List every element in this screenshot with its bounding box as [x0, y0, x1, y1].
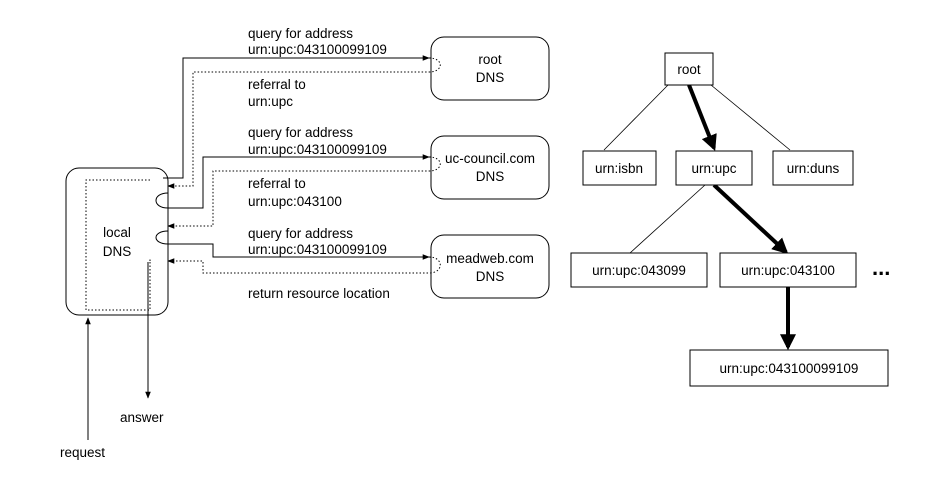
- tree-ellipsis: ...: [872, 255, 890, 280]
- request-label: request: [60, 445, 105, 460]
- root-dns-label-2: DNS: [476, 70, 505, 85]
- answer-label: answer: [120, 410, 164, 425]
- referral-arrow-root: [167, 57, 441, 189]
- return-label: return resource location: [248, 286, 390, 301]
- query2-label-line2: urn:upc:043100099109: [248, 142, 387, 157]
- uc-council-dns-label-2: DNS: [476, 169, 505, 184]
- local-dns-label-1: local: [103, 225, 131, 240]
- meadweb-dns-label-1: meadweb.com: [446, 251, 534, 266]
- query-arrow-root: [163, 55, 430, 179]
- referral2-label-line1: referral to: [248, 176, 306, 191]
- uc-council-dns-server: uc-council.com DNS: [430, 135, 550, 200]
- tree-node-isbn: urn:isbn: [582, 150, 657, 186]
- query2-label-line1: query for address: [248, 125, 353, 140]
- local-dns-label-2: DNS: [103, 244, 132, 259]
- root-dns-server: root DNS: [430, 36, 550, 101]
- tree-node-upc: urn:upc: [675, 150, 753, 186]
- query1-label-line1: query for address: [248, 26, 353, 41]
- referral1-label-line2: urn:upc: [248, 94, 293, 109]
- query1-label-line2: urn:upc:043100099109: [248, 42, 387, 57]
- tree-node-root: root: [664, 52, 714, 86]
- referral1-label-line1: referral to: [248, 77, 306, 92]
- tree-node-upc-043100-label: urn:upc:043100: [741, 263, 835, 278]
- tree-node-leaf-label: urn:upc:043100099109: [720, 361, 859, 376]
- tree-node-root-label: root: [677, 62, 701, 77]
- tree-node-upc-043099-label: urn:upc:043099: [592, 263, 686, 278]
- tree-node-duns-label: urn:duns: [787, 161, 840, 176]
- edge-upc-043100: [712, 183, 789, 255]
- tree-node-duns: urn:duns: [772, 150, 854, 186]
- referral-arrow-uc-council: [167, 156, 441, 229]
- referral2-label-line2: urn:upc:043100: [248, 194, 342, 209]
- tree-node-upc-043099: urn:upc:043099: [570, 252, 708, 288]
- query-arrow-meadweb: [155, 230, 430, 260]
- uc-council-dns-label-1: uc-council.com: [445, 151, 535, 166]
- root-dns-label-1: root: [478, 52, 502, 67]
- tree-node-leaf: urn:upc:043100099109: [689, 349, 889, 387]
- tree-node-isbn-label: urn:isbn: [595, 161, 643, 176]
- query3-label-line2: urn:upc:043100099109: [248, 242, 387, 257]
- edge-root-upc: [687, 84, 717, 151]
- return-arrow-meadweb: [167, 256, 441, 274]
- edge-root-duns: [710, 84, 791, 151]
- tree-node-upc-043100: urn:upc:043100: [719, 252, 857, 288]
- query3-label-line1: query for address: [248, 226, 353, 241]
- local-dns-internal-path: [85, 179, 151, 311]
- edge-root-isbn: [603, 84, 669, 151]
- meadweb-dns-server: meadweb.com DNS: [430, 234, 550, 299]
- query-arrow-uc-council: [155, 154, 430, 209]
- edge-upc-043099: [629, 184, 706, 254]
- local-dns-server: local DNS: [65, 167, 169, 316]
- tree-node-upc-label: urn:upc: [691, 161, 736, 176]
- meadweb-dns-label-2: DNS: [476, 269, 505, 284]
